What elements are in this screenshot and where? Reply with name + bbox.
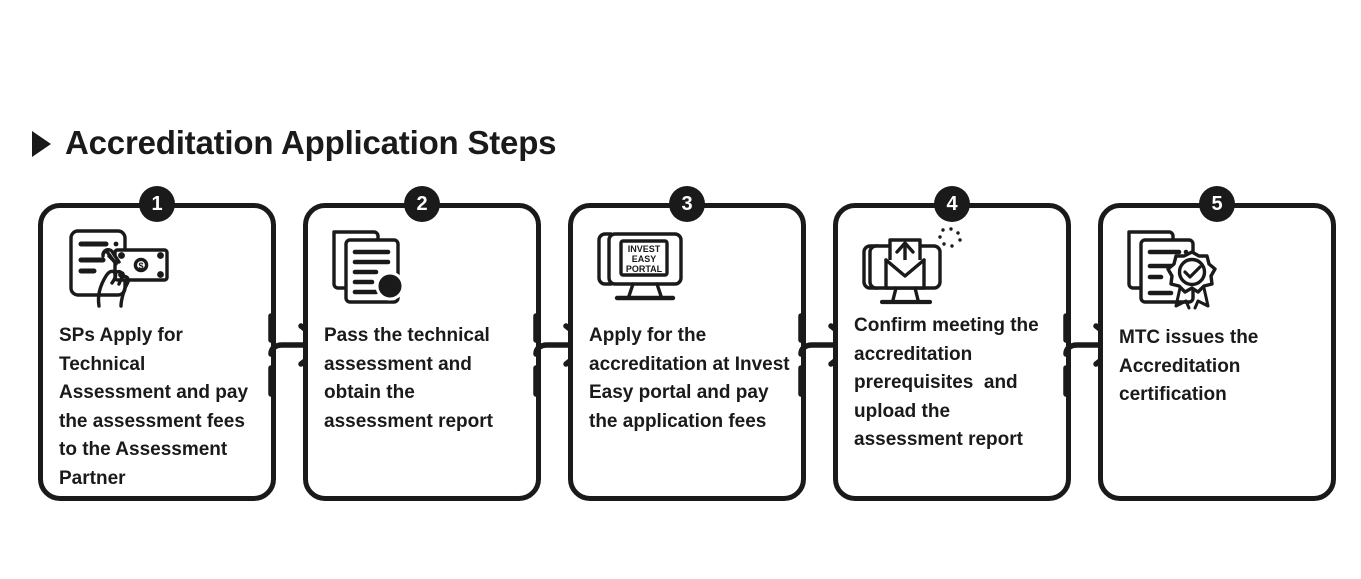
step-card-2[interactable]: 2 Pass the technical assessment and obta… — [303, 186, 541, 501]
monitor-portal-icon: INVEST EASY PORTAL — [589, 226, 709, 310]
step-number-badge-1: 1 — [139, 186, 175, 222]
page-title-row: Accreditation Application Steps — [32, 124, 557, 162]
step-description-3: Apply for the accreditation at Invest Ea… — [589, 325, 795, 432]
step-description-2: Pass the technical assessment and obtain… — [324, 325, 496, 432]
step-card-1[interactable]: 1 $ SPs Apply for Te — [38, 186, 276, 501]
step-description-1: SPs Apply for Technical Assessment and p… — [59, 325, 254, 489]
svg-text:PORTAL: PORTAL — [626, 264, 663, 274]
step-number-badge-4: 4 — [934, 186, 970, 222]
documents-with-stamp-icon — [324, 226, 444, 310]
triangle-right-icon — [32, 131, 51, 157]
step-card-3[interactable]: 3 INVEST EASY PORTAL Apply for the accre… — [568, 186, 806, 501]
step-card-5[interactable]: 5 MTC issues the Accreditation certifica… — [1098, 186, 1336, 501]
step-card-4[interactable]: 4 — [833, 186, 1071, 501]
step-number-badge-2: 2 — [404, 186, 440, 222]
svg-text:$: $ — [138, 261, 143, 271]
certificate-award-icon — [1119, 226, 1239, 310]
page-title: Accreditation Application Steps — [65, 124, 557, 161]
hand-holding-money-document-icon: $ — [59, 226, 179, 310]
step-description-4: Confirm meeting the accreditation prereq… — [854, 315, 1045, 450]
step-number-badge-3: 3 — [669, 186, 705, 222]
svg-text:INVEST: INVEST — [628, 244, 661, 254]
step-number-badge-5: 5 — [1199, 186, 1235, 222]
step-description-5: MTC issues the Accreditation certificati… — [1119, 327, 1263, 405]
monitor-upload-envelope-icon — [854, 226, 974, 310]
svg-text:EASY: EASY — [632, 254, 657, 264]
